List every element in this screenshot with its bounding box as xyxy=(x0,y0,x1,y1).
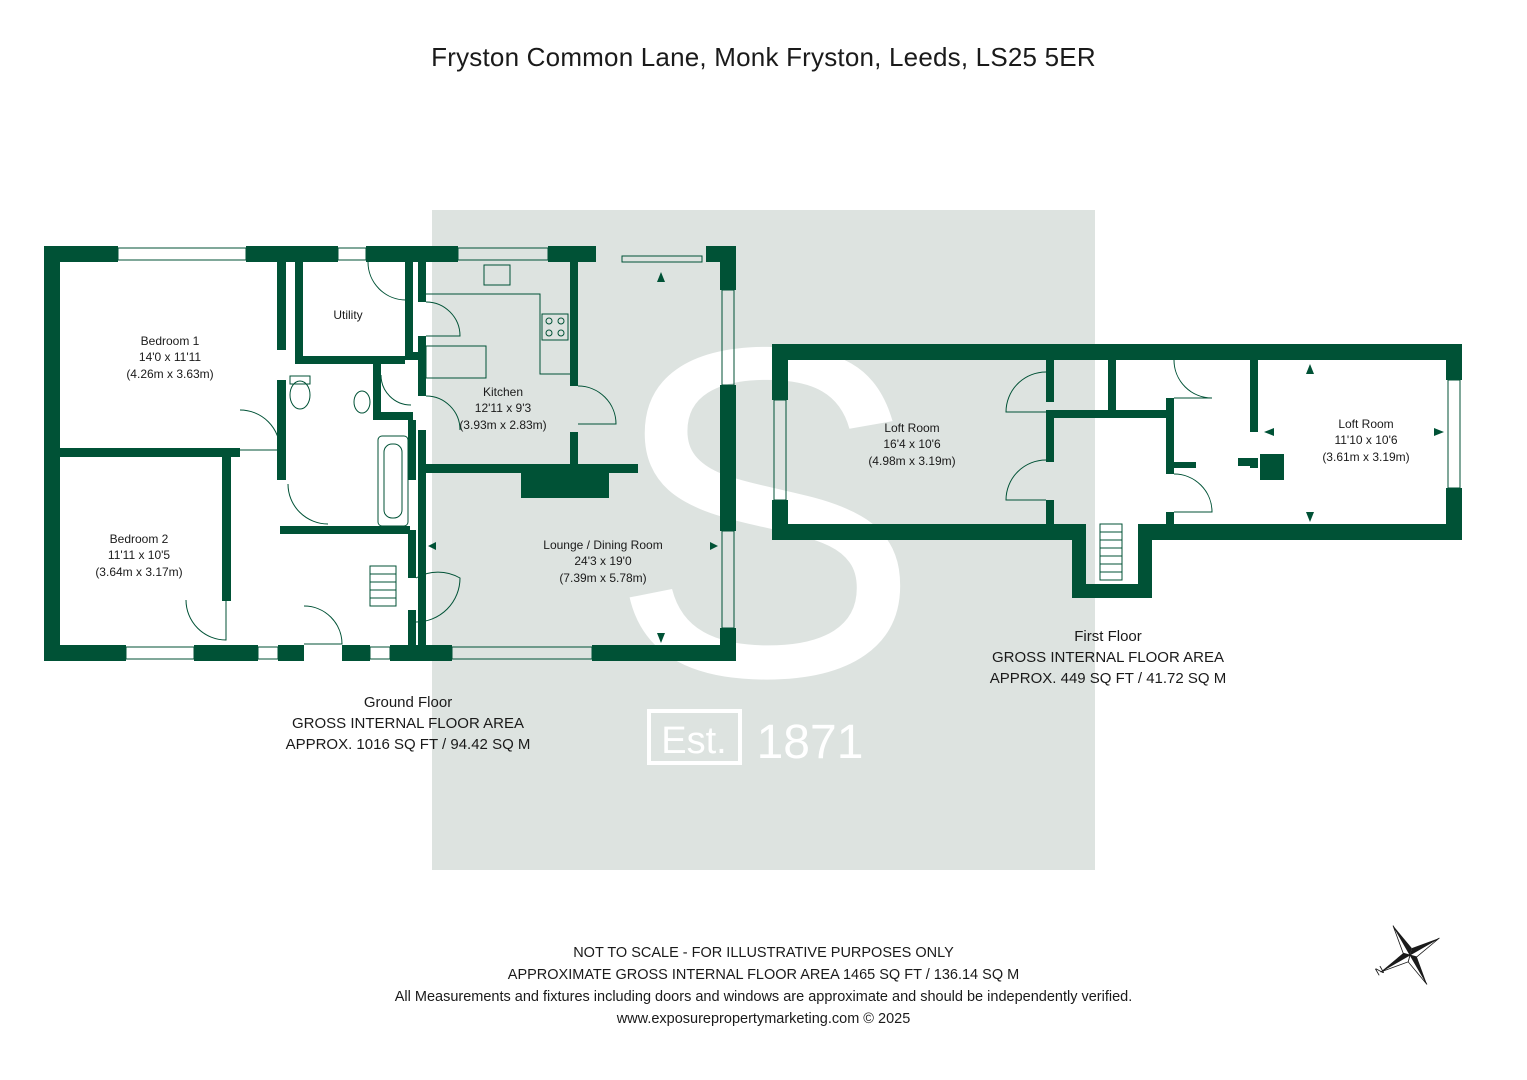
website-credit: www.exposurepropertymarketing.com © 2025 xyxy=(616,1011,911,1027)
first-floor-details xyxy=(773,359,1461,581)
room-imperial: 24'3 x 19'0 xyxy=(574,554,632,568)
room-name: Lounge / Dining Room xyxy=(543,538,662,552)
room-metric: (4.98m x 3.19m) xyxy=(868,454,955,468)
kitchen-sink-icon xyxy=(483,264,511,286)
room-name: Bedroom 2 xyxy=(110,532,169,546)
ground-floor-walls xyxy=(44,246,736,661)
floor-area-value: APPROX. 449 SQ FT / 41.72 SQ M xyxy=(989,670,1227,687)
ground-floor-windows xyxy=(45,247,735,660)
floor-area-value: APPROX. 1016 SQ FT / 94.42 SQ M xyxy=(285,736,531,753)
room-imperial: 11'10 x 10'6 xyxy=(1334,433,1397,447)
room-name: Bedroom 1 xyxy=(141,334,200,348)
room-metric: (4.26m x 3.63m) xyxy=(126,367,213,381)
compass-star-icon xyxy=(1380,925,1440,985)
room-imperial: 11'11 x 10'5 xyxy=(108,548,171,562)
dimension-arrows xyxy=(428,272,1444,643)
measurement-note: All Measurements and fixtures including … xyxy=(394,989,1133,1005)
room-imperial: 12'11 x 9'3 xyxy=(475,401,532,415)
basin-icon xyxy=(353,390,371,414)
watermark-year: 1871 xyxy=(757,716,864,769)
room-imperial: 16'4 x 10'6 xyxy=(883,437,941,451)
room-metric: (3.61m x 3.19m) xyxy=(1322,450,1409,464)
watermark-est-label: Est. xyxy=(661,720,726,762)
disclaimer-line: NOT TO SCALE - FOR ILLUSTRATIVE PURPOSES… xyxy=(573,945,954,961)
ground-floor-fixtures xyxy=(289,264,570,607)
room-labels: Bedroom 1 14'0 x 11'11 (4.26m x 3.63m) B… xyxy=(95,308,1409,585)
room-name: Loft Room xyxy=(884,421,939,435)
total-area-line: APPROXIMATE GROSS INTERNAL FLOOR AREA 14… xyxy=(507,967,1020,983)
toilet-icon xyxy=(289,380,311,410)
room-name: Utility xyxy=(333,308,362,322)
watermark-logo-letter: S xyxy=(608,250,922,775)
floor-area-label: GROSS INTERNAL FLOOR AREA xyxy=(292,715,524,732)
plan-title: Fryston Common Lane, Monk Fryston, Leeds… xyxy=(431,42,1096,72)
stairs-icon xyxy=(369,565,397,607)
floor-area-label: GROSS INTERNAL FLOOR AREA xyxy=(992,649,1224,666)
bath-icon xyxy=(377,435,409,527)
room-metric: (7.39m x 5.78m) xyxy=(559,571,646,585)
room-metric: (3.64m x 3.17m) xyxy=(95,565,182,579)
room-name: Kitchen xyxy=(483,385,523,399)
room-metric: (3.93m x 2.83m) xyxy=(459,418,546,432)
first-floor-stairs-icon xyxy=(1099,523,1123,581)
first-floor-walls xyxy=(772,344,1462,598)
watermark-est-box xyxy=(647,709,742,765)
ground-floor-caption: Ground Floor GROSS INTERNAL FLOOR AREA A… xyxy=(258,692,558,755)
room-name: Loft Room xyxy=(1338,417,1393,431)
hob-icon xyxy=(541,313,569,341)
room-imperial: 14'0 x 11'11 xyxy=(139,350,202,364)
first-floor-caption: First Floor GROSS INTERNAL FLOOR AREA AP… xyxy=(958,626,1258,689)
floor-name: First Floor xyxy=(1074,628,1142,645)
ground-floor-doors xyxy=(185,261,617,645)
disclaimer-footer: NOT TO SCALE - FOR ILLUSTRATIVE PURPOSES… xyxy=(0,942,1527,1030)
floor-name: Ground Floor xyxy=(363,694,453,711)
